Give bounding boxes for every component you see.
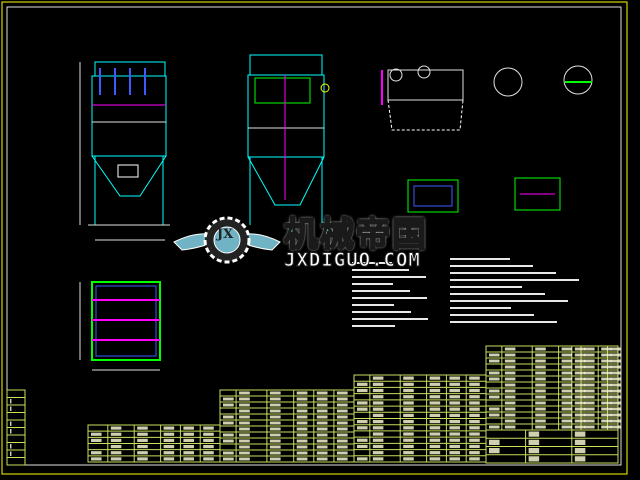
note-line [352,311,411,313]
note-line [450,286,522,288]
note-line [352,276,426,278]
note-line [450,307,511,309]
note-line [352,283,393,285]
parts-table-4 [485,345,621,431]
plan-view [79,281,161,371]
note-line [352,304,394,306]
note-line [450,314,534,316]
parts-table-2 [219,389,355,463]
note-line [450,293,545,295]
note-line [450,258,510,260]
outer-frame [1,1,628,475]
note-line [352,325,395,327]
note-line [450,321,557,323]
watermark-site: JXDIGUO.COM [284,249,421,272]
note-line [352,297,427,299]
note-line [450,265,533,267]
note-line [352,318,428,320]
detail-views [381,65,593,213]
revision-column [6,389,26,466]
logo-text: JX [217,227,234,242]
inner-frame [6,6,622,466]
note-line [450,300,568,302]
bill-of-materials-tables [6,345,621,466]
gear-wings-logo-icon [173,216,281,264]
note-line [352,262,392,264]
technical-notes [352,258,579,327]
note-line [352,290,410,292]
note-line [450,279,579,281]
parts-table-1 [87,424,221,463]
watermark: JX 机械帝国 JXDIGUO.COM [172,205,472,275]
parts-table-3 [353,374,487,463]
title-block [485,429,619,464]
side-view [247,54,330,225]
note-line [352,269,409,271]
watermark-title: 机械帝国 [283,214,428,256]
note-line [450,272,556,274]
front-view [79,61,170,241]
